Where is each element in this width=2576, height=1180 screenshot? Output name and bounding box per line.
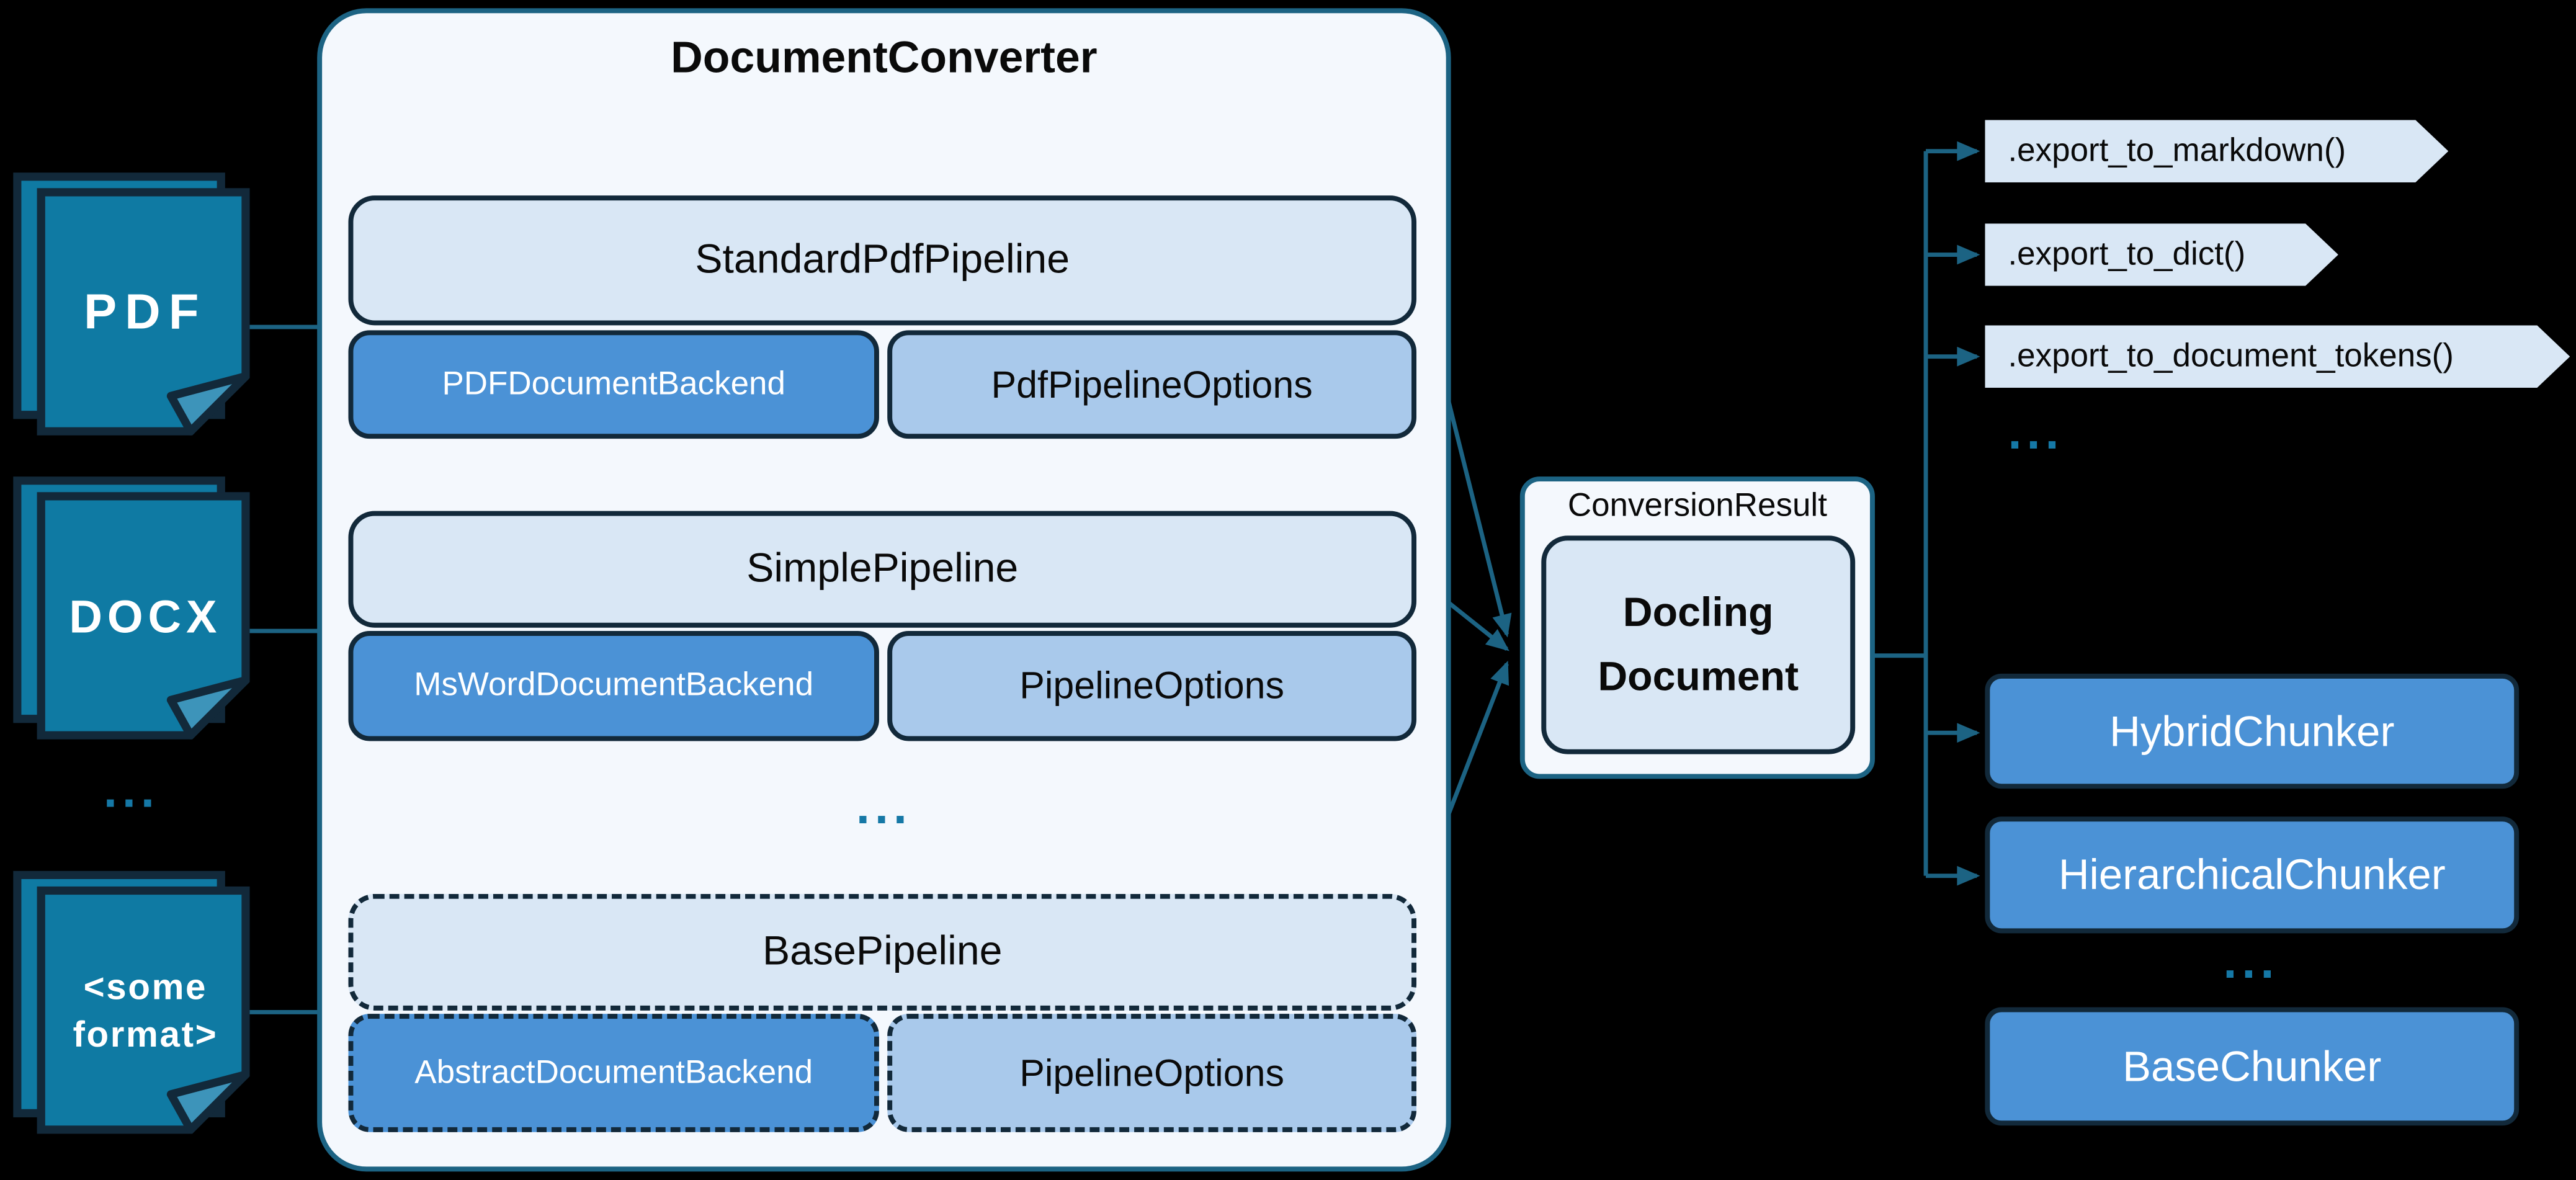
pipeline-label: StandardPdfPipeline: [695, 236, 1070, 283]
export-tag-markdown: .export_to_markdown(): [1985, 120, 2448, 182]
chunker-hybrid: HybridChunker: [1985, 673, 2520, 789]
document-stack-icon: [13, 172, 250, 436]
export-tag-document-tokens: .export_to_document_tokens(): [1985, 325, 2570, 388]
pdf-label: PDF: [84, 285, 207, 341]
docx-label: DOCX: [69, 591, 222, 643]
input-some-format: <some format>: [13, 870, 250, 1142]
backend-label: PDFDocumentBackend: [442, 365, 785, 402]
pipeline-simple: SimplePipeline: [348, 511, 1417, 628]
options-box-base: PipelineOptions: [887, 1014, 1417, 1132]
chunker-hierarchical: HierarchicalChunker: [1985, 816, 2520, 934]
options-label: PipelineOptions: [1019, 663, 1284, 707]
chunker-base: BaseChunker: [1985, 1007, 2520, 1126]
docling-document-label: Docling Document: [1598, 589, 1799, 699]
converter-ellipsis: ...: [856, 780, 912, 835]
backend-label: MsWordDocumentBackend: [414, 667, 814, 704]
exports-ellipsis: ...: [2008, 406, 2064, 460]
chunkers-ellipsis: ...: [2223, 934, 2279, 990]
export-tag-dict: .export_to_dict(): [1985, 223, 2338, 286]
options-label: PdfPipelineOptions: [991, 362, 1313, 405]
options-box-pdf: PdfPipelineOptions: [887, 330, 1417, 439]
pipeline-label: SimplePipeline: [746, 545, 1019, 592]
pipeline-label: BasePipeline: [762, 928, 1003, 975]
chunker-label: HierarchicalChunker: [2058, 849, 2446, 899]
pipeline-base: BasePipeline: [348, 893, 1417, 1011]
document-stack-icon: [13, 476, 250, 740]
chunker-label: BaseChunker: [2122, 1040, 2382, 1091]
input-pdf: PDF: [13, 172, 250, 444]
backend-box-msword: MsWordDocumentBackend: [348, 631, 879, 741]
input-docx: DOCX: [13, 476, 250, 748]
options-box-simple: PipelineOptions: [887, 631, 1417, 741]
options-label: PipelineOptions: [1019, 1050, 1284, 1094]
backend-box-pdf: PDFDocumentBackend: [348, 330, 879, 439]
document-stack-icon: [13, 870, 250, 1134]
docling-document-box: Docling Document: [1541, 535, 1856, 754]
pipeline-standard-pdf: StandardPdfPipeline: [348, 195, 1417, 326]
conversion-result-label: ConversionResult: [1567, 488, 1827, 524]
backend-box-abstract: AbstractDocumentBackend: [348, 1014, 879, 1132]
backend-label: AbstractDocumentBackend: [414, 1054, 813, 1091]
chunker-label: HybridChunker: [2109, 705, 2395, 755]
some-format-label: <some format>: [73, 967, 218, 1055]
inputs-ellipsis: ...: [103, 764, 159, 818]
document-converter-title: DocumentConverter: [671, 32, 1098, 83]
